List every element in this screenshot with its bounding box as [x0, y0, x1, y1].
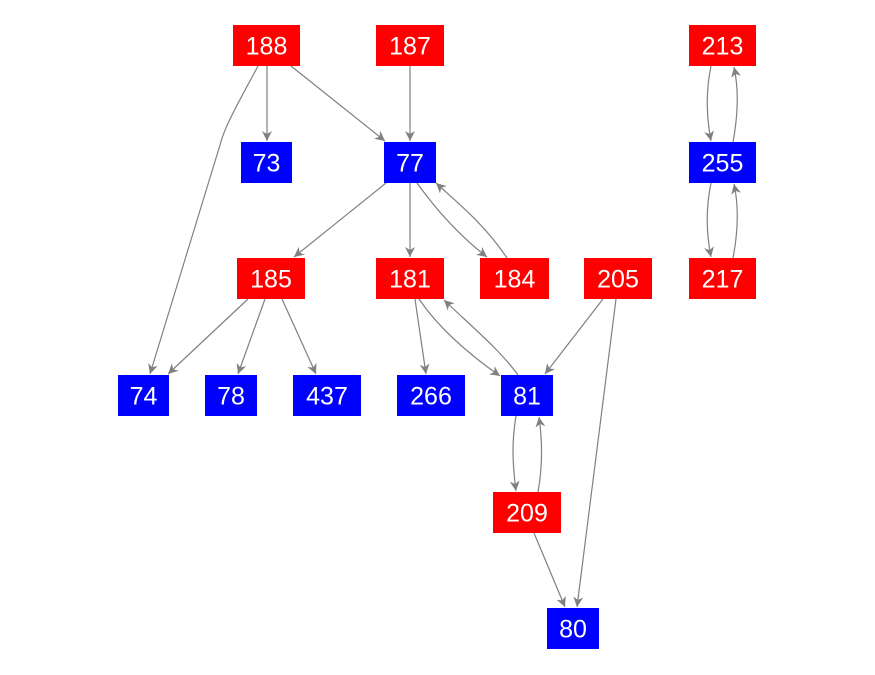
- node-185: 185: [237, 258, 305, 299]
- node-box: [233, 25, 300, 66]
- edge-188-to-77: [290, 65, 386, 142]
- edge-184-to-77: [435, 182, 508, 259]
- node-209: 209: [493, 492, 561, 533]
- node-217: 217: [689, 258, 756, 299]
- node-box: [689, 258, 756, 299]
- node-box: [241, 142, 292, 183]
- edge-181-to-81: [418, 298, 501, 377]
- edge-217-to-255: [731, 183, 742, 259]
- node-label: 187: [389, 33, 431, 61]
- node-box: [293, 375, 361, 416]
- edge-81-to-181: [443, 299, 519, 376]
- node-label: 266: [410, 383, 452, 411]
- node-box: [584, 258, 652, 299]
- node-73: 73: [241, 142, 292, 183]
- node-label: 73: [253, 150, 281, 178]
- node-213: 213: [689, 25, 756, 66]
- node-box: [689, 142, 756, 183]
- edge-188-to-74: [148, 65, 259, 375]
- edge-255-to-217: [704, 182, 714, 258]
- node-box: [384, 142, 436, 183]
- edge-209-to-81: [535, 416, 546, 493]
- node-label: 77: [396, 150, 424, 178]
- edge-185-to-74: [167, 298, 249, 375]
- node-187: 187: [376, 25, 444, 66]
- node-box: [547, 608, 599, 649]
- node-label: 205: [597, 266, 639, 294]
- edge-185-to-78: [236, 298, 266, 375]
- edge-77-to-184: [416, 182, 488, 258]
- node-label: 78: [217, 383, 245, 411]
- node-box: [397, 375, 465, 416]
- node-label: 181: [389, 266, 431, 294]
- edge-213-to-255: [704, 65, 715, 142]
- node-box: [493, 492, 561, 533]
- node-label: 213: [702, 33, 744, 61]
- node-label: 184: [494, 266, 536, 294]
- node-label: 255: [702, 150, 744, 178]
- node-81: 81: [501, 375, 553, 416]
- node-box: [118, 375, 169, 416]
- node-188: 188: [233, 25, 300, 66]
- node-label: 209: [506, 500, 548, 528]
- node-label: 217: [702, 266, 744, 294]
- edge-205-to-81: [544, 298, 604, 375]
- node-box: [376, 258, 444, 299]
- edge-205-to-80: [573, 298, 617, 608]
- edge-181-to-266: [414, 298, 430, 375]
- node-label: 80: [559, 616, 587, 644]
- node-205: 205: [584, 258, 652, 299]
- node-80: 80: [547, 608, 599, 649]
- node-label: 185: [250, 266, 292, 294]
- node-box: [689, 25, 756, 66]
- node-184: 184: [480, 258, 549, 299]
- edge-81-to-209: [509, 415, 520, 492]
- node-181: 181: [376, 258, 444, 299]
- node-437: 437: [293, 375, 361, 416]
- node-box: [501, 375, 553, 416]
- node-266: 266: [397, 375, 465, 416]
- node-255: 255: [689, 142, 756, 183]
- node-label: 81: [513, 383, 541, 411]
- node-74: 74: [118, 375, 169, 416]
- node-77: 77: [384, 142, 436, 183]
- node-label: 74: [130, 383, 158, 411]
- node-box: [376, 25, 444, 66]
- edge-209-to-80: [533, 532, 566, 608]
- node-label: 437: [306, 383, 348, 411]
- node-box: [480, 258, 549, 299]
- node-box: [205, 375, 257, 416]
- node-78: 78: [205, 375, 257, 416]
- edge-77-to-185: [293, 182, 387, 258]
- node-box: [237, 258, 305, 299]
- node-label: 188: [246, 33, 288, 61]
- edge-255-to-213: [731, 66, 742, 143]
- edge-185-to-437: [281, 298, 317, 375]
